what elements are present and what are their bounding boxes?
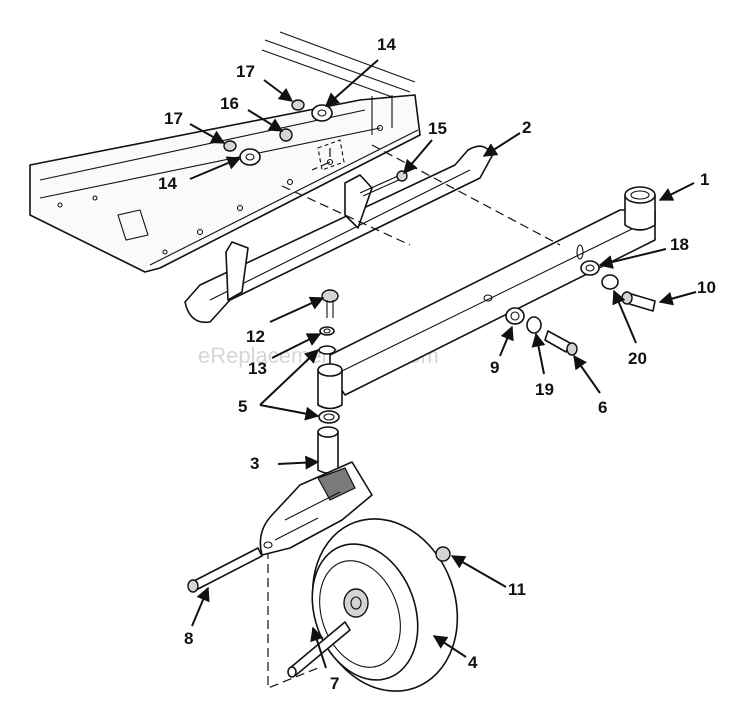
washer-14-right (311, 104, 333, 122)
leader-20 (612, 289, 637, 344)
callout-2: 2 (522, 118, 531, 137)
callout-17-left: 17 (164, 109, 183, 128)
callout-4: 4 (468, 653, 478, 672)
caster-fork (259, 426, 373, 556)
frame-hardware (223, 99, 345, 171)
callout-10: 10 (697, 278, 716, 297)
leader-17-left (189, 123, 226, 144)
leader-14-top (324, 59, 379, 107)
leader-18 (598, 248, 667, 269)
leader-4 (432, 635, 467, 658)
callout-3: 3 (250, 454, 259, 473)
leader-8 (191, 586, 210, 627)
leader-5b (259, 404, 320, 421)
bolt-6 (544, 330, 571, 353)
leader-16 (247, 109, 284, 132)
nut-16 (279, 128, 293, 142)
callout-labels: 1 2 3 4 5 6 7 8 9 10 11 12 13 14 14 15 1… (158, 35, 716, 693)
callout-1: 1 (700, 170, 709, 189)
washer-18 (580, 260, 600, 276)
leader-15 (403, 139, 433, 175)
leader-6 (573, 354, 601, 394)
callout-18: 18 (670, 235, 689, 254)
callout-19: 19 (535, 380, 554, 399)
bolt-12-head (321, 289, 339, 303)
leader-lines (189, 59, 697, 669)
pivot-hardware (318, 289, 340, 424)
callout-11: 11 (508, 580, 526, 599)
leader-3 (277, 455, 320, 470)
callout-15: 15 (428, 119, 447, 138)
leader-19 (531, 332, 546, 375)
bushing-9 (505, 307, 525, 325)
nut-11 (435, 546, 451, 562)
bushing-5-bottom (318, 410, 340, 424)
nut-17-right (291, 99, 305, 111)
callout-14-top: 14 (377, 35, 396, 54)
axle-hardware (505, 260, 656, 356)
bushing-5-top (318, 345, 336, 355)
callout-13: 13 (248, 359, 267, 378)
pivot-bar (184, 145, 493, 324)
leader-11 (450, 555, 507, 588)
callout-14-bottom: 14 (158, 174, 177, 193)
spacer-13 (319, 326, 335, 336)
leader-10 (658, 291, 697, 306)
leader-5a (259, 349, 320, 406)
nut-17-left (223, 140, 237, 152)
washer-19 (526, 316, 542, 334)
caster-wheel (287, 518, 459, 692)
callout-7: 7 (330, 674, 339, 693)
callout-8: 8 (184, 629, 193, 648)
callout-17-top: 17 (236, 62, 255, 81)
leader-2 (482, 132, 521, 157)
leader-7 (310, 626, 327, 669)
bolt-8 (187, 547, 263, 593)
leader-12 (269, 296, 325, 323)
frame-rail (29, 31, 421, 273)
callout-9: 9 (490, 358, 499, 377)
frame-holes (57, 124, 384, 255)
washer-14-left (239, 148, 261, 166)
callout-6: 6 (598, 398, 607, 417)
leader-1 (658, 182, 695, 201)
leader-13 (271, 333, 322, 359)
spacer-20 (601, 274, 619, 290)
leader-14-bottom (189, 156, 242, 180)
callout-20: 20 (628, 349, 647, 368)
callout-12: 12 (246, 327, 265, 346)
leader-17-top (263, 79, 294, 102)
callout-16: 16 (220, 94, 239, 113)
callout-5: 5 (238, 397, 247, 416)
axle-tube (317, 186, 656, 410)
leader-9 (499, 325, 514, 357)
